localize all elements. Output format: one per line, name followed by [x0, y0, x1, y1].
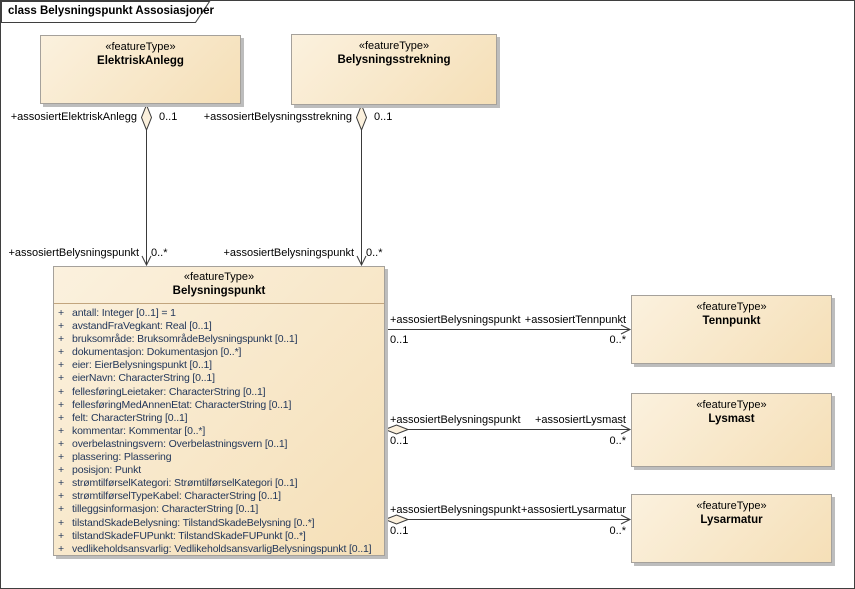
role-label: +assosiertLysarmatur	[520, 504, 626, 516]
open-arrowhead	[356, 255, 367, 267]
multiplicity-label: 0..*	[151, 247, 168, 259]
role-label: +assosiertBelysningsstrekning	[203, 111, 352, 123]
attribute-row: +felt: CharacterString [0..1]	[58, 411, 188, 424]
class-elektrisk-anlegg[interactable]: «featureType» ElektriskAnlegg	[40, 35, 241, 104]
class-name: Lysmast	[708, 413, 755, 425]
class-name: Lysarmatur	[700, 514, 763, 526]
attribute-row: +bruksområde: BruksområdeBelysningspunkt…	[58, 333, 298, 346]
role-label: +assosiertTennpunkt	[524, 314, 626, 326]
class-belysningspunkt[interactable]: «featureType» Belysningspunkt +antall: I…	[53, 266, 385, 556]
attribute-row: +kommentar: Kommentar [0..*]	[58, 424, 206, 437]
role-label: +assosiertElektriskAnlegg	[10, 111, 137, 123]
attribute-row: +overbelastningsvern: Overbelastningsver…	[58, 437, 288, 450]
multiplicity-label: 0..1	[390, 334, 409, 346]
attribute-row: +strømtilførselTypeKabel: CharacterStrin…	[58, 490, 281, 503]
role-label: +assosiertBelysningspunkt	[223, 247, 354, 259]
class-tennpunkt[interactable]: «featureType» Tennpunkt	[631, 295, 832, 364]
stereotype: «featureType»	[696, 399, 767, 411]
multiplicity-label: 0..*	[609, 525, 626, 537]
class-lysmast[interactable]: «featureType» Lysmast	[631, 393, 832, 467]
multiplicity-label: 0..1	[390, 525, 409, 537]
stereotype: «featureType»	[358, 40, 430, 52]
diagram-title: class Belysningspunkt Assosiasjoner	[8, 5, 215, 17]
attribute-row: +plassering: Plassering	[58, 451, 172, 464]
stereotype: «featureType»	[105, 41, 176, 53]
stereotype: «featureType»	[696, 301, 767, 313]
multiplicity-label: 0..1	[159, 111, 178, 123]
class-name: ElektriskAnlegg	[97, 55, 184, 67]
role-label: +assosiertLysmast	[535, 414, 626, 426]
attribute-row: +strømtilførselKategori: StrømtilførselK…	[58, 477, 298, 490]
belysningspunkt-attributes: +antall: Integer [0..1] = 1+avstandFraVe…	[54, 303, 384, 556]
class-belysningsstrekning[interactable]: «featureType» Belysningsstrekning	[291, 34, 497, 105]
open-arrowhead	[141, 255, 152, 267]
class-lysarmatur[interactable]: «featureType» Lysarmatur	[631, 494, 832, 563]
class-name: Belysningsstrekning	[337, 54, 451, 66]
role-label: +assosiertBelysningspunkt	[390, 414, 521, 426]
stereotype: «featureType»	[696, 500, 767, 512]
aggregation-diamond	[355, 103, 368, 132]
class-name: Belysningspunkt	[172, 285, 266, 297]
attribute-row: +posisjon: Punkt	[58, 464, 141, 477]
multiplicity-label: 0..1	[374, 111, 393, 123]
multiplicity-label: 0..*	[366, 247, 383, 259]
attribute-row: +antall: Integer [0..1] = 1	[58, 307, 176, 319]
attribute-row: +tilstandSkadeBelysning: TilstandSkadeBe…	[58, 516, 315, 529]
multiplicity-label: 0..*	[609, 435, 626, 447]
attribute-row: +tilleggsinformasjon: CharacterString [0…	[58, 503, 259, 516]
aggregation-diamond	[140, 103, 153, 132]
attribute-row: +fellesføringLeietaker: CharacterString …	[58, 385, 266, 398]
role-label: +assosiertBelysningspunkt	[390, 314, 521, 326]
attribute-row: +eier: EierBelysningspunkt [0..1]	[58, 359, 212, 372]
stereotype: «featureType»	[183, 271, 255, 283]
role-label: +assosiertBelysningspunkt	[390, 504, 521, 516]
class-name: Tennpunkt	[702, 315, 761, 327]
attribute-row: +eierNavn: CharacterString [0..1]	[58, 372, 215, 385]
attribute-row: +dokumentasjon: Dokumentasjon [0..*]	[58, 346, 242, 359]
multiplicity-label: 0..*	[609, 334, 626, 346]
attribute-row: +avstandFraVegkant: Real [0..1]	[58, 320, 212, 333]
association-belysningsstrekning	[355, 103, 368, 267]
attribute-row: +vedlikeholdsansvarlig: Vedlikeholdsansv…	[58, 542, 372, 555]
multiplicity-label: 0..1	[390, 435, 409, 447]
association-elektrisk-anlegg	[140, 103, 153, 267]
attribute-row: +fellesføringMedAnnenEtat: CharacterStri…	[58, 398, 292, 411]
role-label: +assosiertBelysningspunkt	[8, 247, 139, 259]
attribute-row: +tilstandSkadeFUPunkt: TilstandSkadeFUPu…	[58, 529, 306, 542]
